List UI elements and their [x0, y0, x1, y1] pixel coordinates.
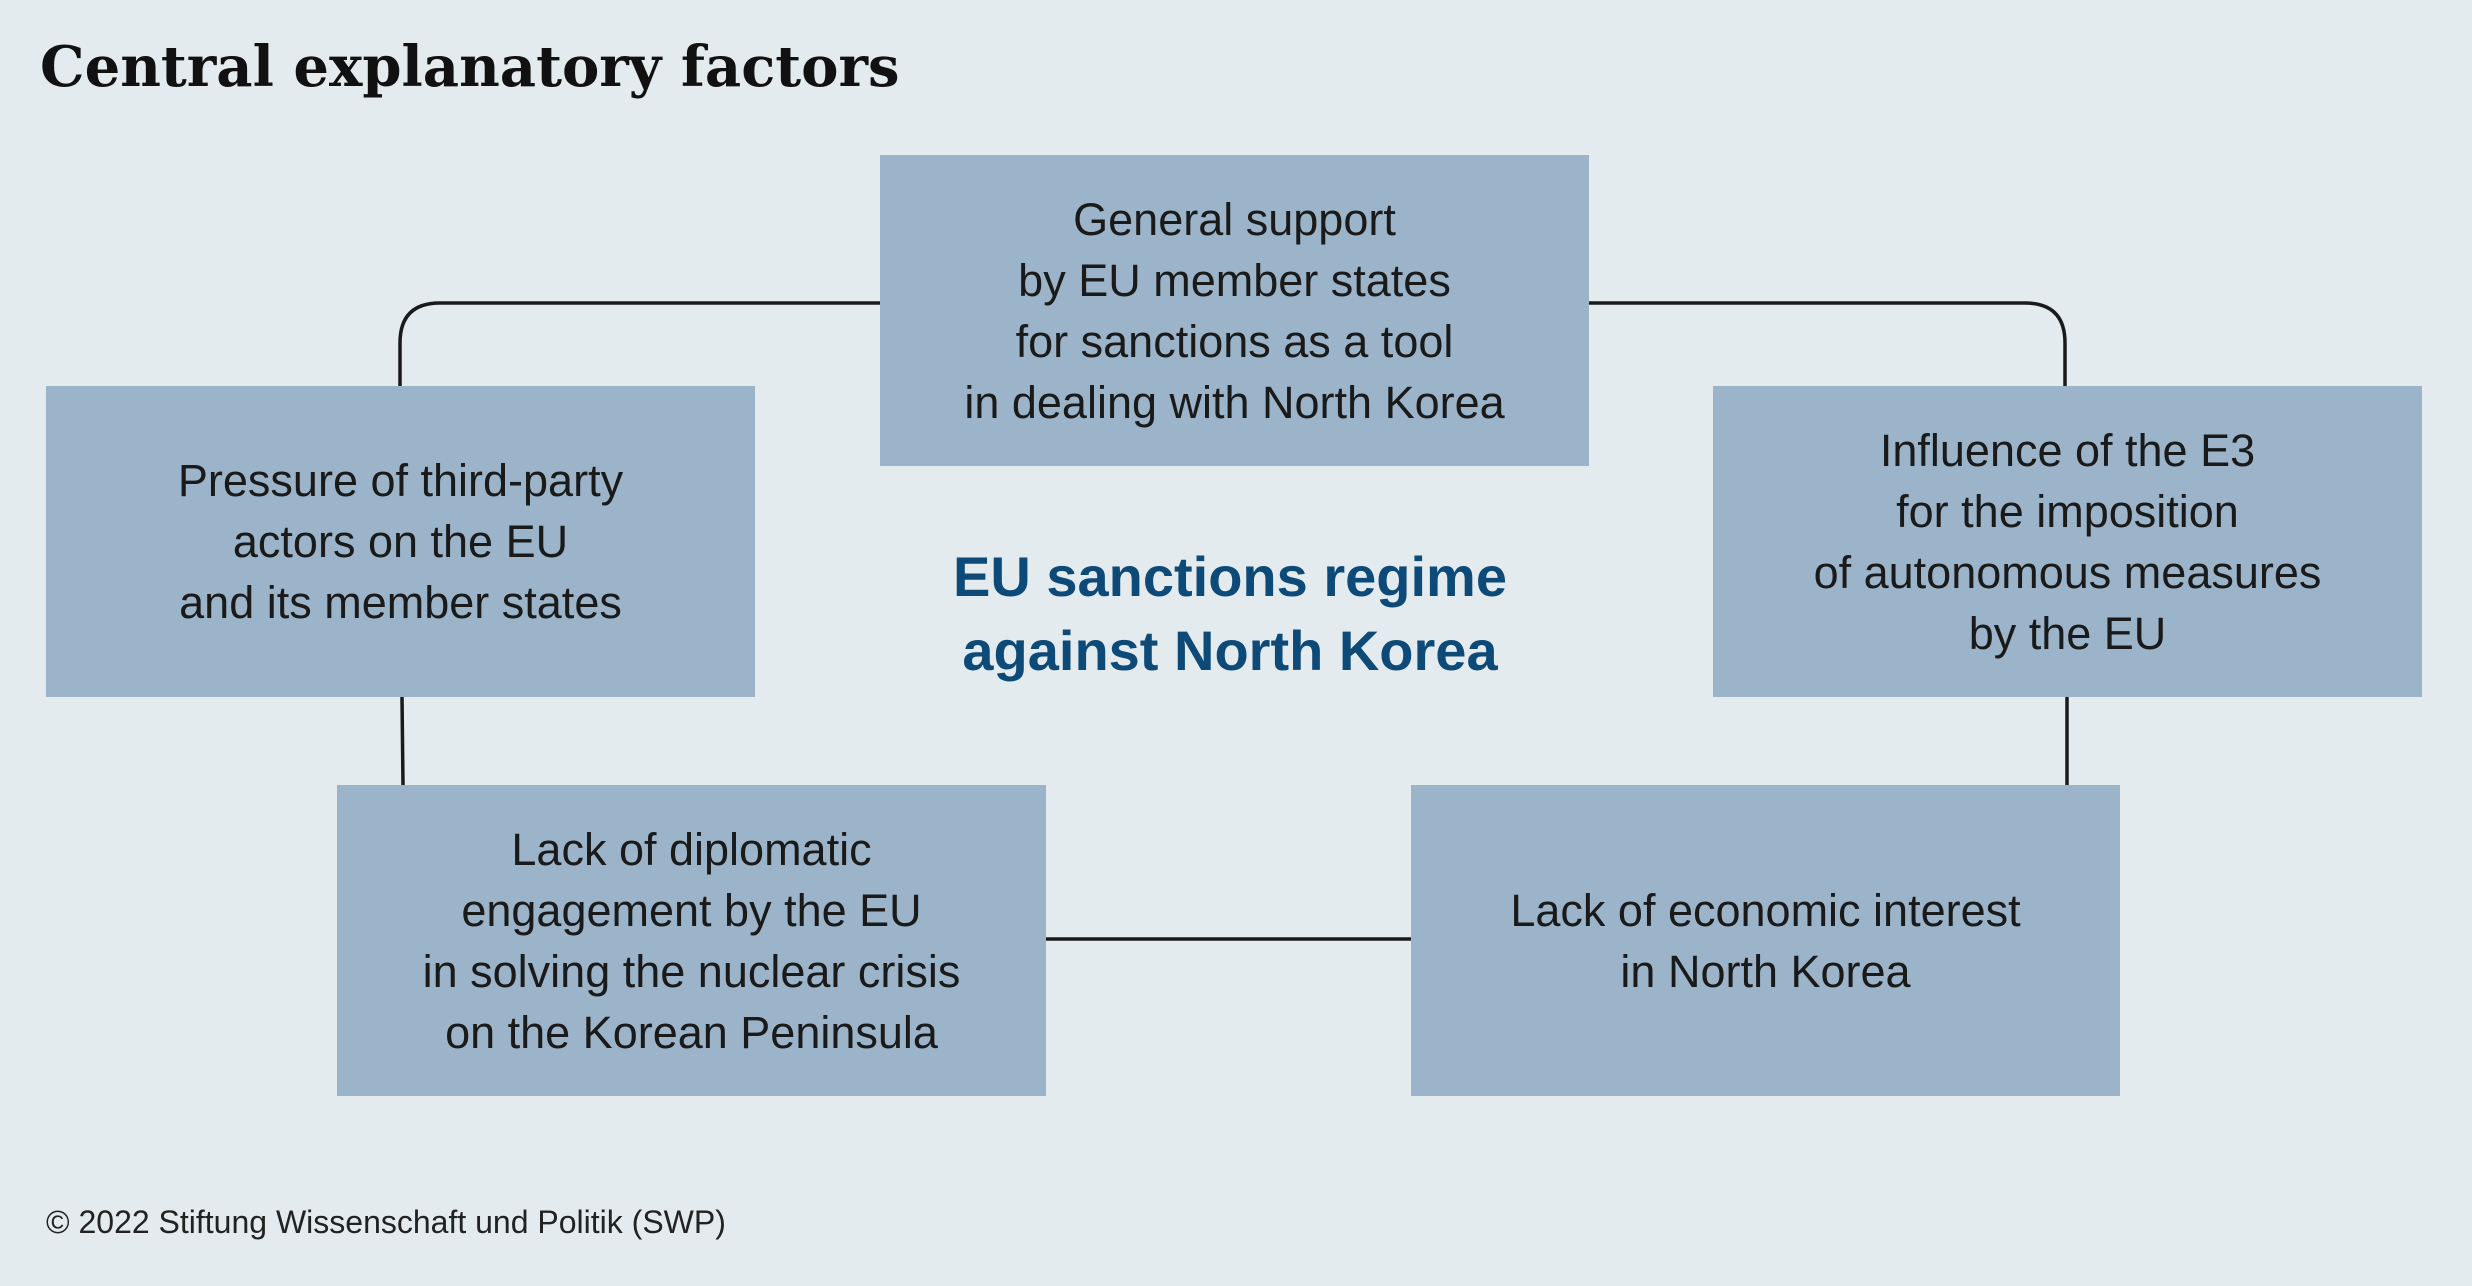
factor-box-economic-interest: Lack of economic interest in North Korea [1411, 785, 2120, 1096]
factor-text-line: General support [1073, 193, 1396, 245]
factor-text-line: for sanctions as a tool [1015, 315, 1454, 367]
factor-box-third-party-pressure: Pressure of third-party actors on the EU… [46, 386, 755, 697]
copyright-notice: © 2022 Stiftung Wissenschaft und Politik… [46, 1204, 726, 1240]
factor-text-line: actors on the EU [232, 516, 569, 567]
factor-text-line: Influence of the E3 [1879, 424, 2256, 476]
diagram-title: Central explanatory factors [40, 34, 900, 100]
factor-text-line: in dealing with North Korea [964, 376, 1505, 428]
connector-left-to-bottom-left [400, 696, 405, 786]
factor-text-line: engagement by the EU [461, 884, 922, 936]
factor-text-line: of autonomous measures [1813, 546, 2322, 598]
factor-text-line: Pressure of third-party [177, 455, 624, 506]
connector-top-to-left [398, 301, 880, 386]
central-topic-label: EU sanctions regime against North Korea [880, 540, 1580, 688]
factor-text-line: for the imposition [1896, 485, 2239, 537]
factor-text-line: by EU member states [1018, 254, 1451, 306]
factor-box-diplomatic-engagement: Lack of diplomatic engagement by the EU … [337, 785, 1046, 1096]
factor-text-line: in North Korea [1620, 945, 1911, 997]
factor-box-general-support: General support by EU member states for … [880, 155, 1589, 466]
factor-text-line: Lack of economic interest [1510, 884, 2021, 936]
central-topic-line: EU sanctions regime [953, 545, 1507, 608]
factor-text-line: on the Korean Peninsula [445, 1006, 938, 1058]
factor-box-e3-influence: Influence of the E3 for the imposition o… [1713, 386, 2422, 697]
connector-top-to-right [1589, 301, 2067, 386]
factor-text-line: by the EU [1968, 607, 2167, 659]
central-topic-line: against North Korea [962, 619, 1498, 682]
factor-text-line: Lack of diplomatic [511, 823, 872, 875]
factor-text-line: in solving the nuclear crisis [422, 945, 961, 997]
factor-text-line: and its member states [179, 577, 622, 628]
